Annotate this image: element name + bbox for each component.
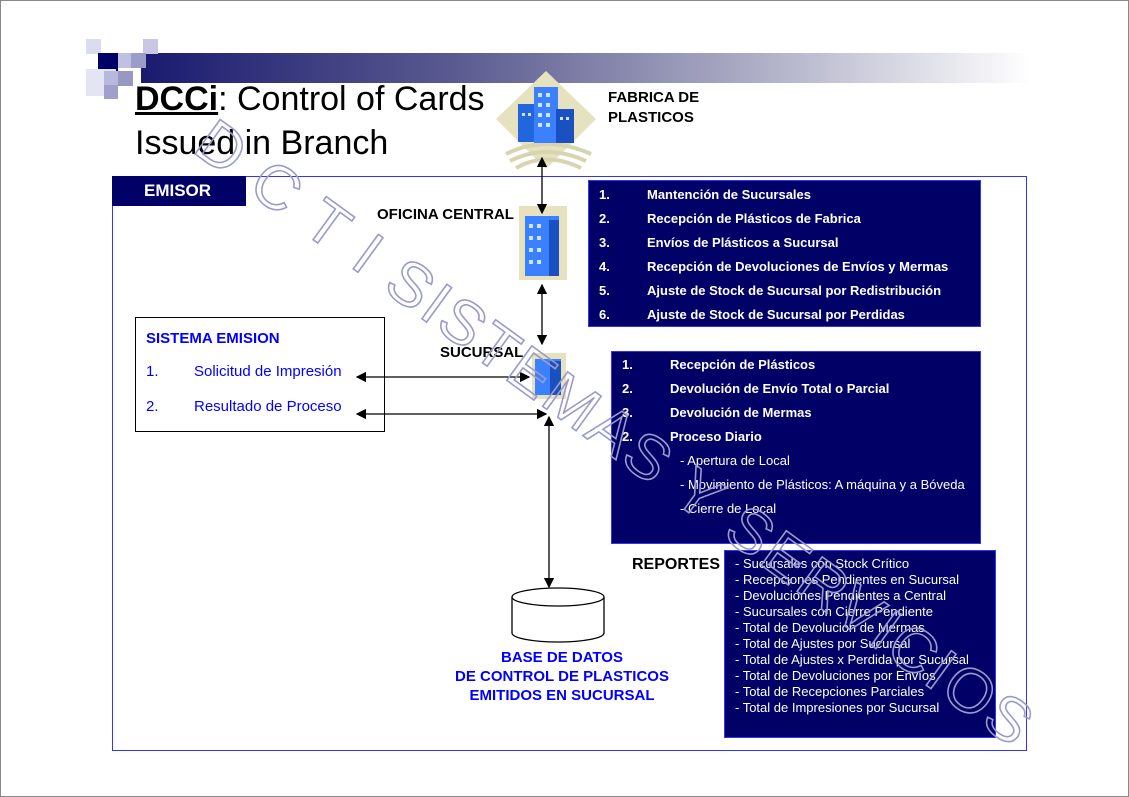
task-item: 2.Proceso Diario — [622, 429, 762, 444]
task-item: 1.Mantención de Sucursales — [599, 187, 811, 202]
report-item: - Sucursales con Cierre Pendiente — [735, 604, 933, 619]
report-item: - Total de Ajustes x Perdida por Sucursa… — [735, 652, 969, 667]
daily-step: - Cierre de Local — [680, 501, 777, 516]
reports-box: - Sucursales con Stock Crítico - Recepci… — [724, 550, 996, 738]
central-office-building-icon — [519, 206, 567, 280]
database-cylinder-icon — [511, 587, 605, 643]
main-frame — [112, 176, 1027, 751]
task-item: 4.Recepción de Devoluciones de Envíos y … — [599, 259, 949, 274]
central-office-tasks-box: 1.Mantención de Sucursales 2.Recepción d… — [588, 180, 981, 327]
task-item: 5.Ajuste de Stock de Sucursal por Redist… — [599, 283, 942, 298]
report-item: - Total de Ajustes por Sucursal — [735, 636, 911, 651]
sistema-item: 2.Resultado de Proceso — [146, 398, 342, 415]
header-gradient-bar — [141, 53, 1031, 83]
report-item: - Recepciones Pendientes en Sucursal — [735, 572, 960, 587]
task-item: 3.Devolución de Mermas — [622, 405, 812, 420]
title-bold: DCCi — [135, 80, 219, 118]
reports-label: REPORTES — [632, 556, 721, 573]
daily-step: - Movimiento de Plásticos: A máquina y a… — [680, 477, 965, 492]
emisor-header: EMISOR — [112, 176, 246, 206]
branch-tasks-box: 1.Recepción de Plásticos 2.Devolución de… — [611, 351, 981, 544]
factory-building-icon — [496, 71, 596, 170]
report-item: - Total de Devolución de Mermas — [735, 620, 925, 635]
report-item: - Total de Recepciones Parciales — [735, 684, 925, 699]
branch-building-icon — [532, 353, 566, 399]
page-title: DCCi: Control of Cards Issued in Branch — [135, 80, 485, 162]
task-item: 2.Recepción de Plásticos de Fabrica — [599, 211, 861, 226]
report-item: - Devoluciones Pendientes a Central — [735, 588, 947, 603]
sistema-emision-box: SISTEMA EMISION 1.Solicitud de Impresión… — [135, 317, 385, 432]
report-item: - Sucursales con Stock Crítico — [735, 556, 910, 571]
daily-step: - Apertura de Local — [680, 453, 790, 468]
sistema-emision-title: SISTEMA EMISION — [146, 330, 280, 347]
report-item: - Total de Impresiones por Sucursal — [735, 700, 940, 715]
task-item: 1.Recepción de Plásticos — [622, 357, 816, 372]
sistema-item: 1.Solicitud de Impresión — [146, 363, 342, 380]
central-office-label: OFICINA CENTRAL — [377, 206, 514, 223]
report-item: - Total de Devoluciones por Envíos — [735, 668, 936, 683]
header-squares-decoration — [86, 39, 161, 99]
task-item: 6.Ajuste de Stock de Sucursal por Perdid… — [599, 307, 905, 322]
task-item: 2.Devolución de Envío Total o Parcial — [622, 381, 890, 396]
task-item: 3.Envíos de Plásticos a Sucursal — [599, 235, 839, 250]
branch-label: SUCURSAL — [440, 344, 524, 361]
